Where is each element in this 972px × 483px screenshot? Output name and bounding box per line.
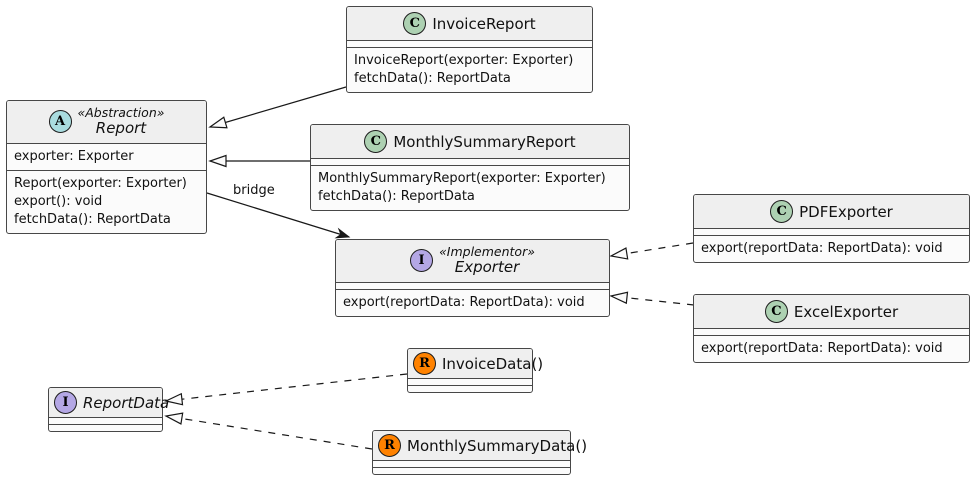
robustness-invoice-data: R InvoiceData() <box>407 348 543 393</box>
methods-compartment-empty <box>49 425 162 431</box>
class-report: A «Abstraction» Report exporter: Exporte… <box>6 100 207 234</box>
fields-compartment-empty <box>347 41 592 48</box>
method: export(reportData: ReportData): void <box>701 341 943 356</box>
fields-compartment: exporter: Exporter <box>7 144 206 171</box>
fields-compartment-empty <box>694 229 969 236</box>
fields-compartment-empty <box>408 379 532 386</box>
method: MonthlySummaryReport(exporter: Exporter) <box>318 171 606 186</box>
method: fetchData(): ReportData <box>354 71 511 86</box>
method: Report(exporter: Exporter) <box>14 175 187 191</box>
edge-invoicereport-extends-report <box>208 86 347 129</box>
robustness-monthly-summary-data: R MonthlySummaryData() <box>372 430 587 475</box>
fields-compartment-empty <box>373 461 570 468</box>
class-excel-exporter-header: C ExcelExporter <box>694 295 969 329</box>
class-name: ReportData <box>83 393 170 412</box>
stereotype: «Implementor» <box>439 244 535 259</box>
abstract-class-icon: A <box>48 110 72 134</box>
class-monthly-summary-report: C MonthlySummaryReport MonthlySummaryRep… <box>310 124 630 211</box>
edge-excelexporter-implements-exporter <box>609 291 695 306</box>
method: export(reportData: ReportData): void <box>701 241 943 256</box>
methods-compartment: export(reportData: ReportData): void <box>694 236 969 262</box>
fields-compartment-empty <box>336 283 609 290</box>
interface-icon: I <box>54 391 77 414</box>
class-name: MonthlySummaryData() <box>407 436 588 455</box>
robustness-icon: R <box>413 352 436 375</box>
class-excel-exporter: C ExcelExporter export(reportData: Repor… <box>693 294 970 363</box>
method: fetchData(): ReportData <box>14 211 171 227</box>
interface-report-data-header: I ReportData <box>49 388 169 418</box>
fields-compartment-empty <box>49 418 162 425</box>
class-report-header: A «Abstraction» Report <box>7 101 206 144</box>
class-pdf-exporter-header: C PDFExporter <box>694 195 969 229</box>
methods-compartment-empty <box>408 386 532 392</box>
interface-exporter-header: I «Implementor» Exporter <box>336 240 609 283</box>
method: InvoiceReport(exporter: Exporter) <box>354 53 574 68</box>
interface-exporter: I «Implementor» Exporter export(reportDa… <box>335 239 610 317</box>
class-icon: C <box>770 200 794 223</box>
methods-compartment: export(reportData: ReportData): void <box>694 336 969 362</box>
fields-compartment-empty <box>694 329 969 336</box>
edge-pdfexporter-implements-exporter <box>609 242 694 260</box>
method: fetchData(): ReportData <box>318 189 475 204</box>
edge-monthlysummarydata-implements-reportdata <box>164 412 373 450</box>
class-icon: C <box>403 12 427 35</box>
interface-report-data: I ReportData <box>48 387 169 432</box>
class-name: PDFExporter <box>799 202 893 221</box>
class-invoice-report-header: C InvoiceReport <box>347 7 592 41</box>
class-icon: C <box>764 300 788 323</box>
class-invoice-report: C InvoiceReport InvoiceReport(exporter: … <box>346 6 593 93</box>
methods-compartment: Report(exporter: Exporter) export(): voi… <box>7 171 206 233</box>
edge-report-bridge-exporter <box>206 192 351 239</box>
methods-compartment: InvoiceReport(exporter: Exporter) fetchD… <box>347 48 592 92</box>
bridge-edge-label: bridge <box>233 183 275 198</box>
class-name: InvoiceData() <box>442 354 544 373</box>
methods-compartment: export(reportData: ReportData): void <box>336 290 609 316</box>
method: export(reportData: ReportData): void <box>343 294 585 310</box>
class-name: Report <box>95 119 147 138</box>
method: export(): void <box>14 193 103 209</box>
robustness-icon: R <box>378 434 401 457</box>
class-name: ExcelExporter <box>793 302 899 321</box>
edge-invoicedata-implements-reportdata <box>164 373 408 406</box>
class-pdf-exporter: C PDFExporter export(reportData: ReportD… <box>693 194 970 263</box>
field: exporter: Exporter <box>14 148 134 164</box>
class-name: MonthlySummaryReport <box>393 132 576 151</box>
robustness-monthly-summary-data-header: R MonthlySummaryData() <box>373 431 587 461</box>
methods-compartment-empty <box>373 468 570 474</box>
fields-compartment-empty <box>311 159 629 166</box>
stereotype: «Abstraction» <box>77 105 165 120</box>
methods-compartment: MonthlySummaryReport(exporter: Exporter)… <box>311 166 629 210</box>
class-name: Exporter <box>454 258 520 277</box>
interface-icon: I <box>410 249 434 273</box>
class-icon: C <box>364 130 388 153</box>
robustness-invoice-data-header: R InvoiceData() <box>408 349 543 379</box>
class-monthly-summary-report-header: C MonthlySummaryReport <box>311 125 629 159</box>
class-name: InvoiceReport <box>432 14 536 33</box>
